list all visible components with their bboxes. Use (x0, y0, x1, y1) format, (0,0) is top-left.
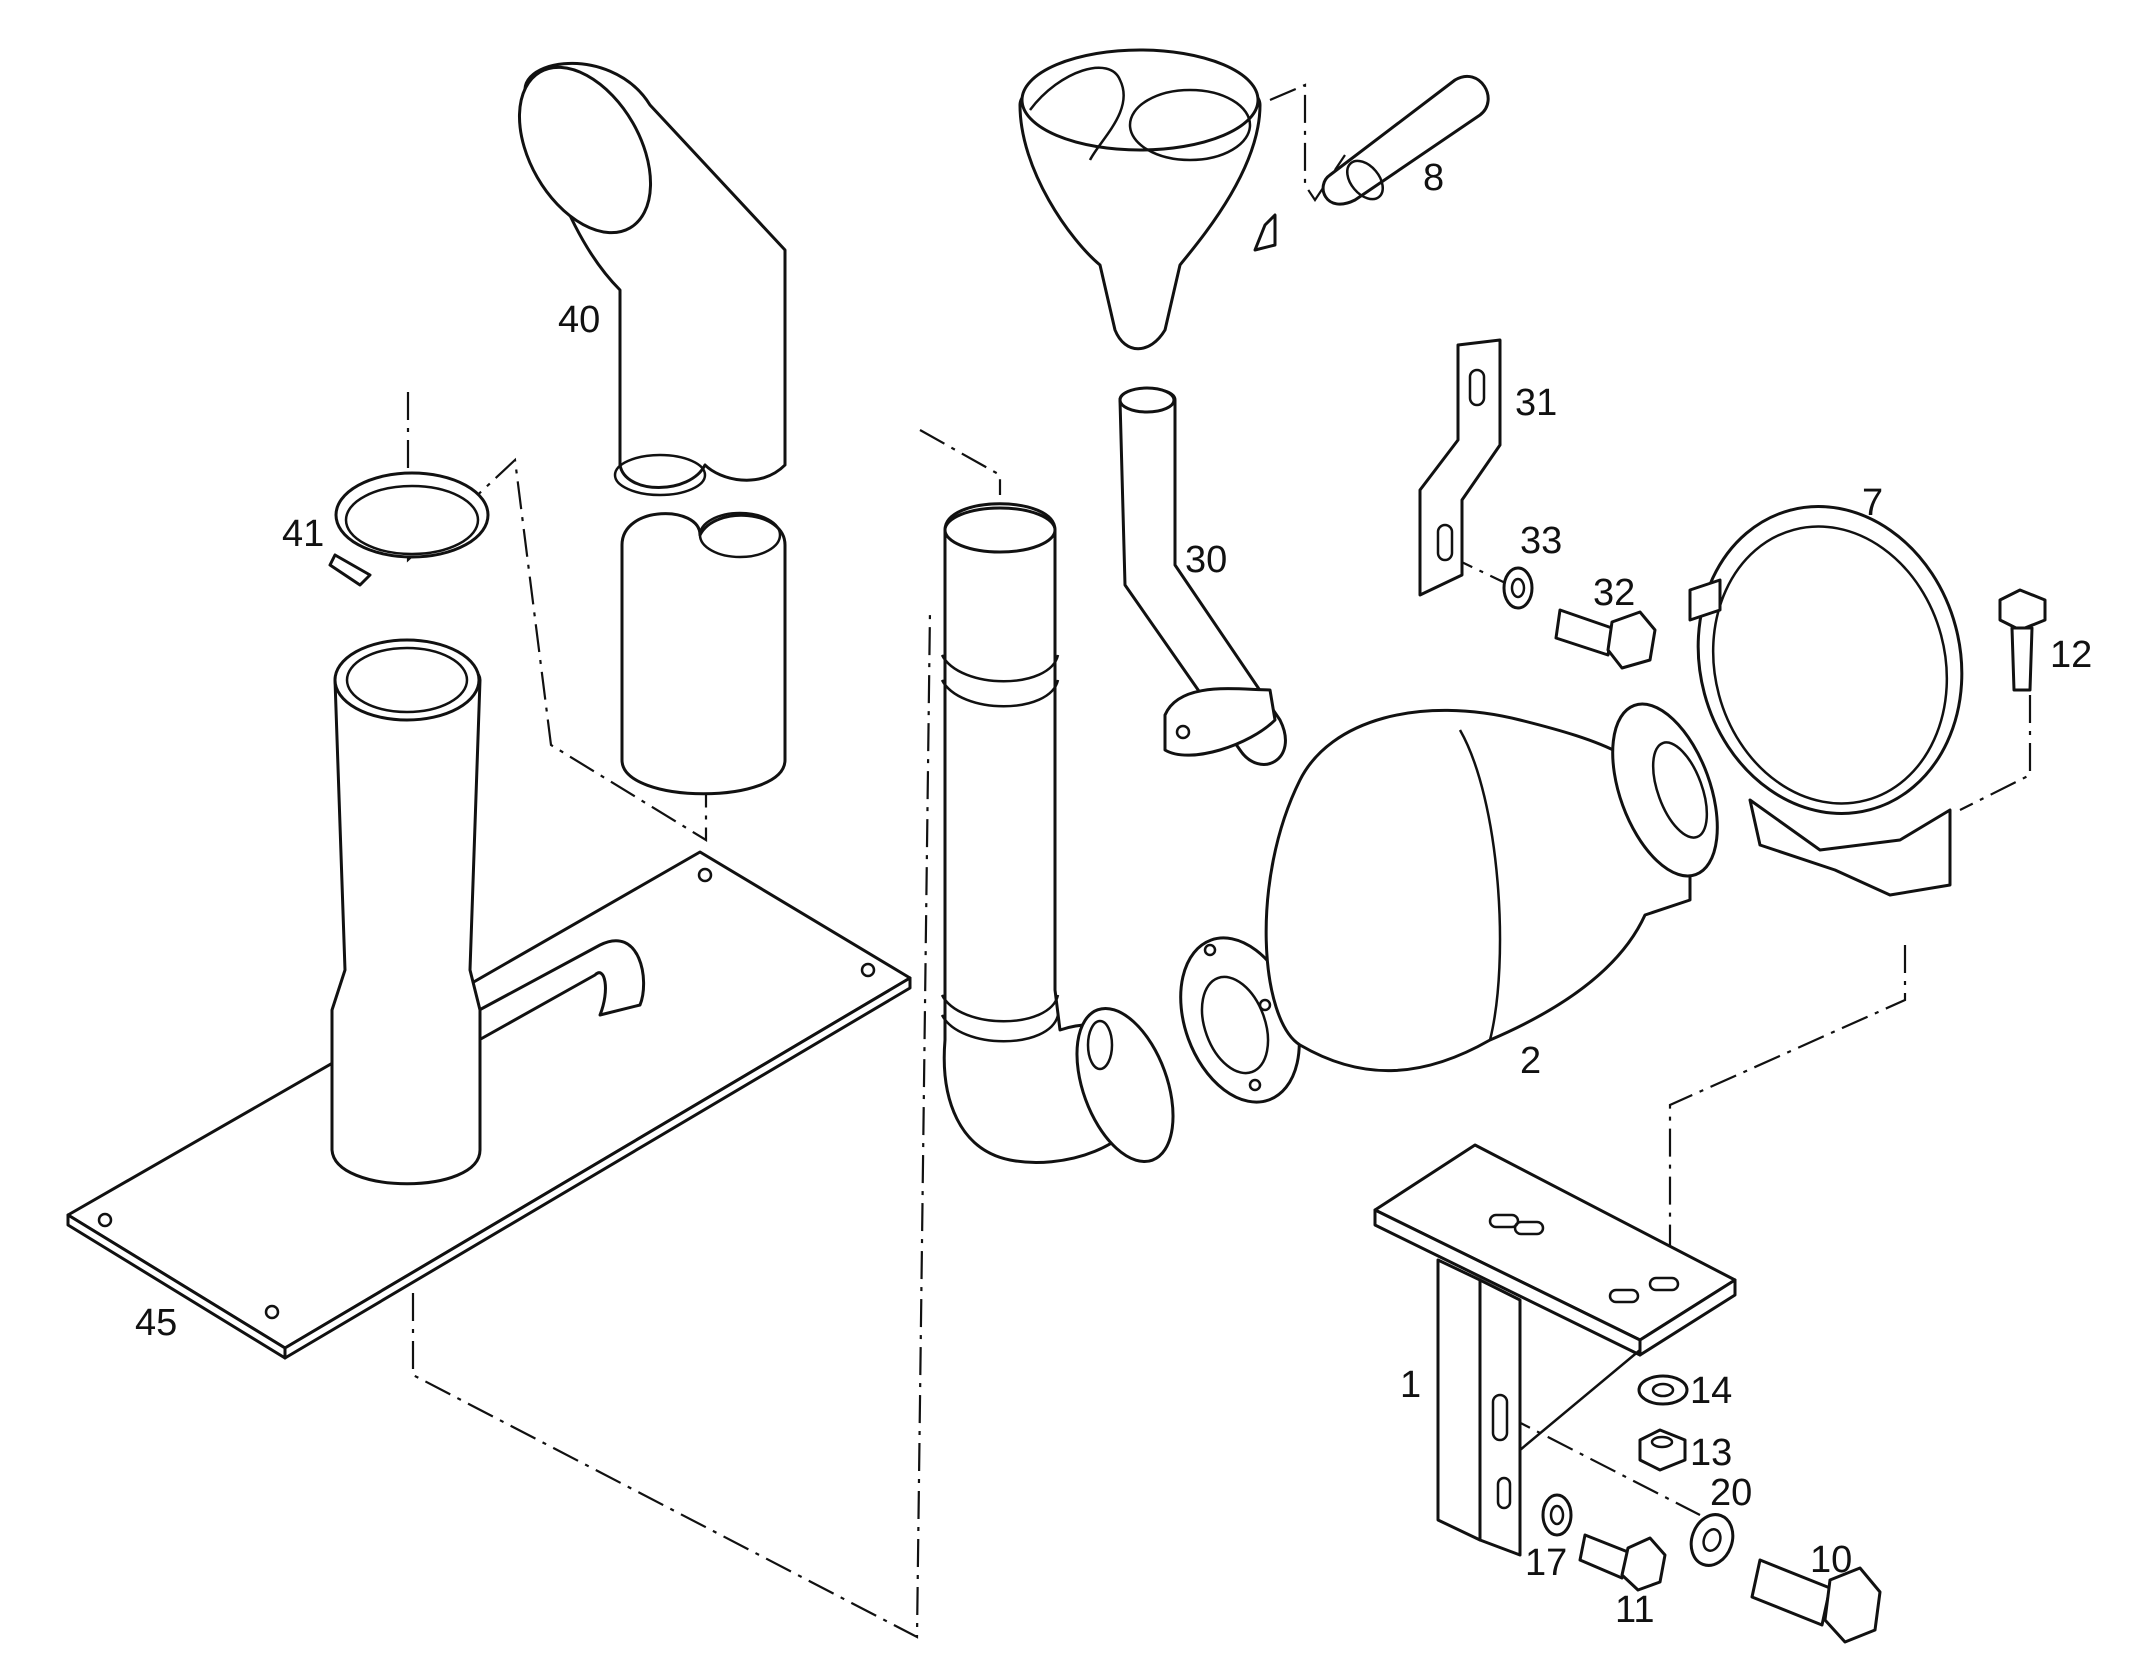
label-2: 2 (1520, 1040, 1541, 1082)
leader-pipe-top (919, 429, 1002, 495)
label-10: 10 (1810, 1539, 1852, 1581)
label-1: 1 (1400, 1364, 1421, 1406)
part-1-support-bracket (1373, 1143, 1737, 1557)
label-31: 31 (1515, 382, 1557, 424)
part-exhaust-pipe-elbow (940, 502, 1175, 1164)
part-funnel-hose (1018, 48, 1490, 351)
label-45: 45 (135, 1302, 177, 1344)
part-2-silencer (1264, 702, 1719, 1073)
part-17-washer (1541, 1493, 1573, 1537)
leader-12-to-clamp (1959, 695, 2032, 811)
part-31-bracket (1418, 338, 1502, 597)
part-11-bolt (1578, 1533, 1667, 1592)
leader-41-to-40 (406, 392, 708, 842)
part-40-tail-pipe (517, 61, 787, 796)
label-17: 17 (1525, 1542, 1567, 1584)
part-13-nut (1638, 1428, 1687, 1472)
label-13: 13 (1690, 1432, 1732, 1474)
label-30: 30 (1185, 539, 1227, 581)
label-8: 8 (1423, 157, 1444, 199)
label-40: 40 (558, 299, 600, 341)
part-14-nut (1637, 1374, 1689, 1406)
leader-bracket-to-10 (1504, 1414, 1701, 1516)
part-45-base-plate (66, 638, 912, 1360)
label-32: 32 (1593, 572, 1635, 614)
part-20-washer (1689, 1513, 1735, 1567)
part-32-bolt (1554, 608, 1657, 670)
label-33: 33 (1520, 520, 1562, 562)
part-labels: 1 2 7 8 10 11 12 13 14 17 20 30 31 32 33… (135, 157, 2092, 1631)
part-12-bolt (1998, 588, 2047, 692)
part-7-clamp-band (1688, 505, 1964, 897)
leader-45-to-pipe (411, 609, 932, 1639)
label-14: 14 (1690, 1370, 1732, 1412)
label-7: 7 (1862, 482, 1883, 524)
part-10-bolt (1750, 1558, 1882, 1644)
part-33-washer (1502, 566, 1534, 610)
part-41-hose-clamp (328, 471, 490, 587)
part-30-bent-tube (1118, 386, 1287, 766)
label-11: 11 (1615, 1589, 1654, 1631)
assembly-leader-lines (406, 83, 2032, 1639)
label-20: 20 (1710, 1472, 1752, 1514)
leader-funnel-to-hose (1269, 83, 1346, 202)
label-41: 41 (282, 513, 324, 555)
label-12: 12 (2050, 634, 2092, 676)
leader-clamp-to-bracket (1668, 945, 1907, 1255)
